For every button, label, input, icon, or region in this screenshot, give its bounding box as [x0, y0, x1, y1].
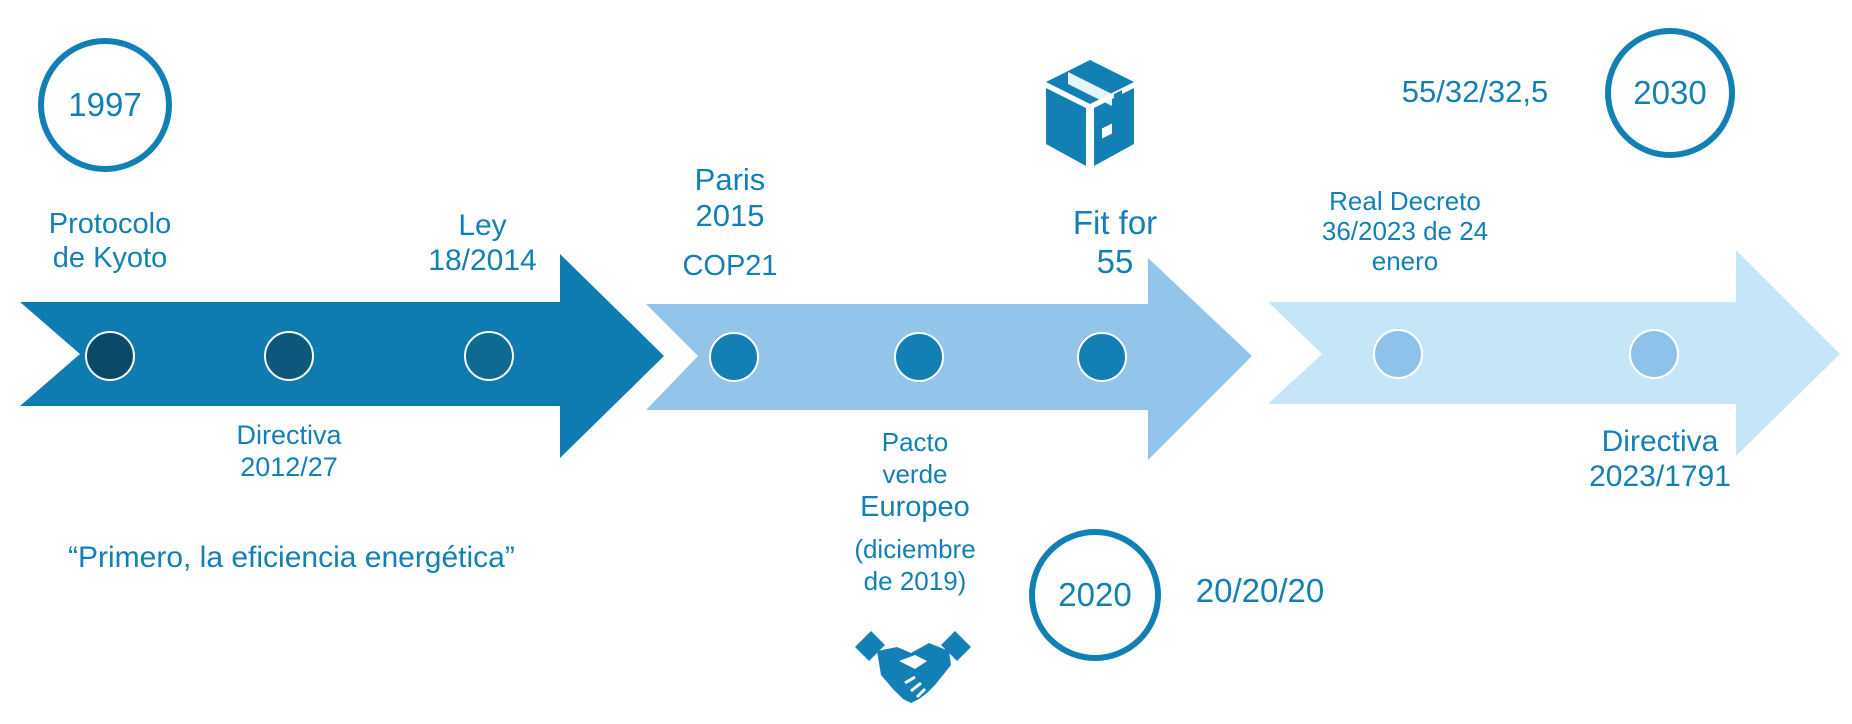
- year-2030-circle: 2030: [1605, 28, 1735, 158]
- box-icon: [1046, 60, 1134, 166]
- node-paris: [709, 332, 759, 382]
- label-kyoto: Protocolo de Kyoto: [48, 208, 172, 274]
- arrow-segment-1: [20, 254, 664, 458]
- arrow-segment-2: [646, 258, 1252, 460]
- target-2020: 20/20/20: [1195, 572, 1325, 609]
- handshake-icon: [855, 631, 971, 703]
- label-ley-2014: Ley 18/2014: [428, 209, 537, 278]
- node-real-decreto: [1373, 329, 1423, 379]
- label-directiva-2023: Directiva 2023/1791: [1589, 425, 1731, 494]
- node-fit-for-55: [1077, 332, 1127, 382]
- label-fit-for-55: Fit for 55: [1072, 204, 1158, 280]
- node-directiva-2012: [264, 331, 314, 381]
- node-directiva-2023: [1629, 329, 1679, 379]
- node-ley-2014: [464, 331, 514, 381]
- node-kyoto: [85, 331, 135, 381]
- year-1997: 1997: [68, 86, 142, 123]
- label-cop21: COP21: [682, 250, 778, 282]
- year-1997-circle: 1997: [38, 38, 172, 172]
- label-paris: Paris 2015: [694, 162, 766, 234]
- label-directiva-2012: Directiva 2012/27: [236, 420, 342, 482]
- arrow-segment-3: [1268, 250, 1840, 456]
- node-pacto-verde: [894, 332, 944, 382]
- year-2020-circle: 2020: [1029, 529, 1161, 661]
- target-2030: 55/32/32,5: [1401, 74, 1549, 109]
- year-2020: 2020: [1058, 576, 1132, 613]
- year-2030: 2030: [1633, 74, 1707, 111]
- label-pacto-verde: Pacto verde Europeo (diciembre de 2019): [854, 427, 976, 596]
- quote-eficiencia: “Primero, la eficiencia energética”: [68, 541, 515, 574]
- label-real-decreto: Real Decreto 36/2023 de 24 enero: [1321, 186, 1489, 277]
